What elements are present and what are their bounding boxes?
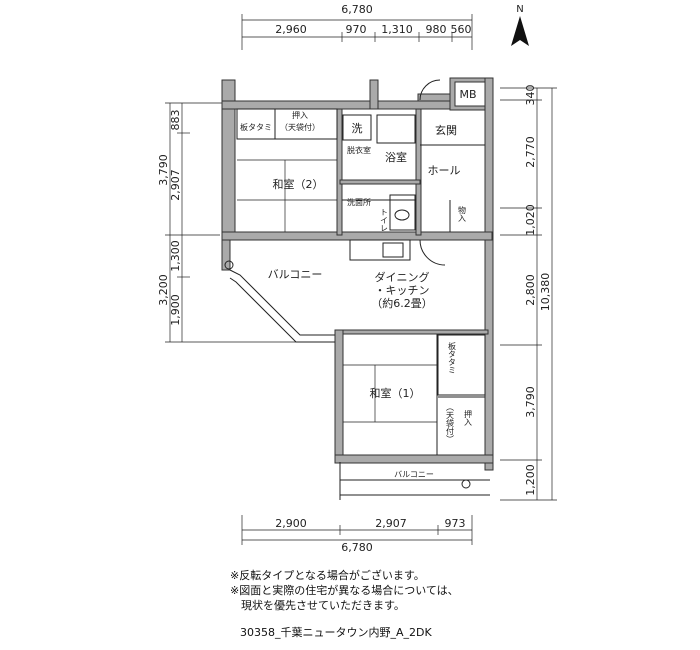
room-labels: MB 押入 （天袋付） 板タタミ 洗 脱衣室 浴室 玄関 ホール 和室（2） 洗… — [240, 88, 477, 479]
oshiire-right-label: 押入 — [464, 409, 473, 426]
washitsu1-label: 和室（1） — [370, 386, 421, 400]
left-dimension: 1,300 — [169, 240, 182, 272]
notes: ※反転タイプとなる場合がございます。 ※図面と実際の住宅が異なる場合については、… — [230, 568, 459, 613]
north-compass-icon: N — [511, 4, 529, 46]
genkan-label: 玄関 — [435, 123, 457, 137]
dk-label-line3: （約6.2畳） — [371, 296, 433, 310]
top-total-dimension: 6,780 — [341, 3, 373, 16]
right-dimension: 1,200 — [524, 464, 537, 496]
monoire-label: 物入 — [458, 205, 467, 222]
datsuishitsu-label: 脱衣室 — [347, 145, 371, 155]
top-dimension: 560 — [451, 23, 472, 36]
top-dimension: 980 — [426, 23, 447, 36]
right-dimension: 2,800 — [524, 274, 537, 306]
mb-label: MB — [459, 88, 476, 101]
bottom-dimension: 2,900 — [275, 517, 307, 530]
ita-tatami-right-label: 板タタミ — [448, 341, 457, 374]
left-dimension: 1,900 — [169, 294, 182, 326]
oshiire-top-label: 押入 — [292, 110, 308, 120]
sentaku-label: 洗 — [352, 122, 363, 135]
left-dimension: 2,907 — [169, 169, 182, 201]
right-dimensions: 340 2,770 1,020 2,800 3,790 1,200 10,380 — [500, 85, 557, 501]
north-label: N — [516, 4, 523, 15]
left-dimension: 883 — [169, 110, 182, 131]
yokushitsu-label: 浴室 — [385, 150, 407, 164]
note-line: 現状を優先させていただきます。 — [230, 599, 405, 612]
top-dimension: 2,960 — [275, 23, 307, 36]
right-dimension: 340 — [524, 85, 537, 106]
plan-code: 30358_千葉ニュータウン内野_A_2DK — [240, 626, 432, 639]
right-dimension: 2,770 — [524, 136, 537, 168]
interior-lines — [224, 79, 490, 500]
top-dimension: 970 — [346, 23, 367, 36]
bottom-total-dimension: 6,780 — [341, 541, 373, 554]
balcony-bottom-label: バルコニー — [394, 470, 434, 479]
right-total-dimension: 10,380 — [539, 273, 552, 312]
top-dimensions: 6,780 2,960 970 1,310 980 560 — [241, 3, 473, 50]
balcony-left-label: バルコニー — [268, 268, 323, 281]
left-dimension: 3,200 — [157, 274, 170, 306]
tenbukuro-right-label: （天袋付） — [446, 403, 455, 443]
bottom-dimensions: 2,900 2,907 973 6,780 — [241, 515, 473, 554]
top-dimension: 1,310 — [381, 23, 413, 36]
right-dimension: 1,020 — [524, 204, 537, 236]
note-line: ※反転タイプとなる場合がございます。 — [230, 569, 425, 582]
ita-tatami-top-label: 板タタミ — [240, 122, 272, 132]
washitsu2-label: 和室（2） — [273, 177, 324, 191]
bottom-dimension: 973 — [445, 517, 466, 530]
left-dimensions: 3,790 3,200 883 2,907 1,300 1,900 — [157, 102, 310, 343]
bottom-dimension: 2,907 — [375, 517, 407, 530]
dk-label-line1: ダイニング — [375, 270, 430, 284]
tenbukuro-top-label: （天袋付） — [280, 122, 320, 132]
senmenjo-label: 洗面所 — [347, 197, 371, 207]
note-line: ※図面と実際の住宅が異なる場合については、 — [230, 584, 459, 597]
left-dimension: 3,790 — [157, 154, 170, 186]
toilet-label: トイレ — [380, 208, 389, 232]
walls — [221, 77, 494, 471]
hall-label: ホール — [428, 164, 461, 177]
dk-label-line2: ・キッチン — [375, 284, 430, 297]
right-dimension: 3,790 — [524, 386, 537, 418]
